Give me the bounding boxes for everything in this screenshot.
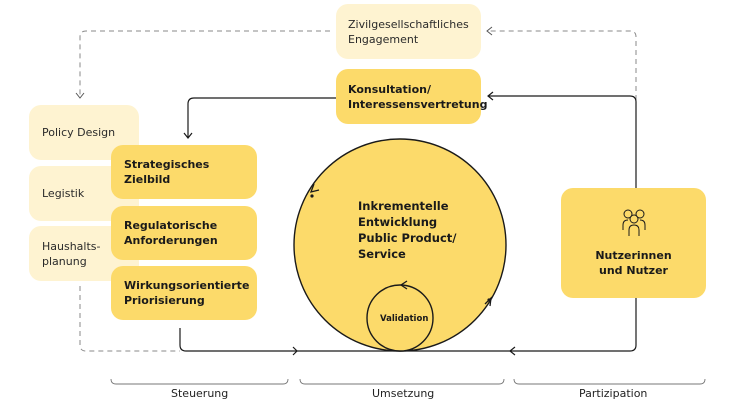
arrow-users-to-consultation bbox=[488, 95, 637, 188]
wirkungsorientierte-priorisierung-box: Wirkungsorientierte Priorisierung bbox=[111, 266, 257, 320]
bracket-umsetzung bbox=[299, 378, 505, 385]
arrowhead-umsetzung bbox=[292, 346, 298, 356]
validation-label: Validation bbox=[380, 314, 429, 324]
haushaltsplanung-label: Haushalts- planung bbox=[42, 239, 101, 268]
people-group-icon bbox=[622, 209, 645, 236]
arrowhead-consultation bbox=[487, 91, 494, 101]
konsultation-label: Konsultation/ Interessensvertretung bbox=[348, 82, 488, 111]
regulatorische-anforderungen-label: Regulatorische Anforderungen bbox=[124, 219, 218, 247]
zivilgesellschaftliches-engagement-label: Zivilgesellschaftliches Engagement bbox=[348, 17, 469, 46]
strategisches-zielbild-label: Strategisches Zielbild bbox=[124, 158, 210, 186]
bracket-steuerung bbox=[110, 378, 289, 385]
bracket-partizipation bbox=[513, 378, 706, 385]
dashed-arrowhead-policy bbox=[75, 92, 85, 99]
arrow-consultation-to-strategy bbox=[187, 97, 336, 138]
iteration-dot-left bbox=[310, 194, 314, 198]
dashed-feedback-right bbox=[488, 30, 637, 100]
phase-umsetzung-label: Umsetzung bbox=[366, 387, 441, 400]
users-box: Nutzerinnen und Nutzer bbox=[561, 188, 706, 298]
wirkungsorientierte-priorisierung-label: Wirkungsorientierte Priorisierung bbox=[124, 279, 250, 307]
policy-design-label: Policy Design bbox=[42, 126, 116, 139]
policy-design-box: Policy Design bbox=[29, 105, 139, 160]
legistik-label: Legistik bbox=[42, 187, 85, 200]
iteration-arrowhead-left bbox=[309, 183, 320, 193]
validation-arrowhead bbox=[399, 280, 408, 290]
iteration-arrowhead-right bbox=[484, 296, 492, 307]
regulatorische-anforderungen-box: Regulatorische Anforderungen bbox=[111, 206, 257, 260]
zivilgesellschaftliches-engagement-box: Zivilgesellschaftliches Engagement bbox=[336, 4, 481, 59]
arrowhead-from-users bbox=[509, 346, 516, 356]
strategisches-zielbild-box: Strategisches Zielbild bbox=[111, 145, 257, 199]
iteration-dot-right bbox=[487, 298, 491, 302]
dashed-feedback-top bbox=[79, 30, 330, 96]
konsultation-box: Konsultation/ Interessensvertretung bbox=[336, 69, 487, 124]
users-label: Nutzerinnen und Nutzer bbox=[595, 249, 672, 277]
arrowhead-strategy bbox=[183, 132, 193, 139]
dashed-arrowhead-civil bbox=[486, 26, 493, 36]
phase-partizipation-label: Partizipation bbox=[573, 387, 654, 400]
dashed-feedback-bottom bbox=[79, 286, 180, 352]
incremental-development-label: Inkrementelle Entwicklung Public Product… bbox=[358, 199, 457, 261]
phase-steuerung-label: Steuerung bbox=[165, 387, 235, 400]
